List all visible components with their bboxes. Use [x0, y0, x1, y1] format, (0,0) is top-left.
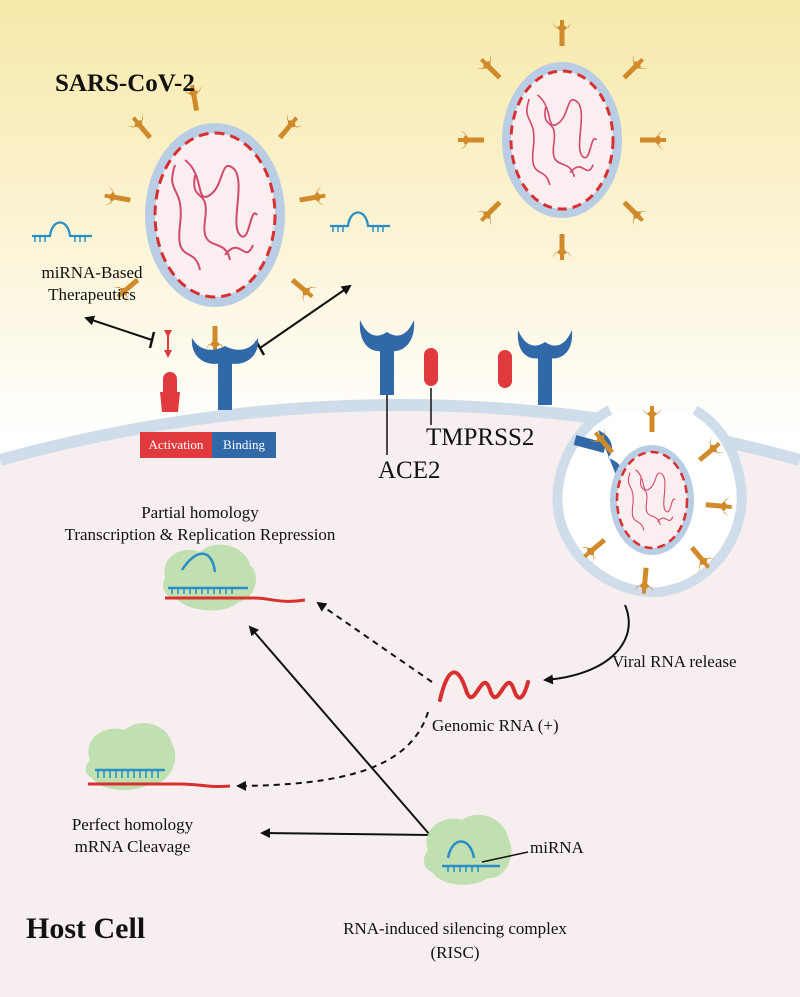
risc-complex: [423, 814, 529, 885]
risc-line-1: RNA-induced silencing complex: [343, 919, 567, 938]
ace2-right: [517, 330, 573, 405]
legend-binding-swatch: [212, 432, 276, 458]
tmprss2-left: [160, 372, 180, 412]
therapeutics-line-1: miRNA-Based: [41, 263, 143, 282]
therapeutics-line-2: Therapeutics: [48, 285, 136, 304]
virus-particle-right: [456, 18, 668, 262]
virus-title: SARS-CoV-2: [55, 70, 195, 97]
ace2-bound: [191, 338, 259, 410]
perfect-homology-line-2: mRNA Cleavage: [74, 837, 191, 856]
partial-homology-line-2: Transcription & Replication Repression: [64, 525, 336, 544]
tmprss2-label: TMPRSS2: [426, 424, 535, 451]
host-cell-label: Host Cell: [26, 912, 146, 945]
virus-particle-left: [100, 81, 330, 354]
legend-activation-label: Activation: [148, 437, 204, 452]
tmprss2-middle: [424, 348, 438, 386]
endosome: [552, 404, 747, 598]
partial-homology-complex: [163, 544, 306, 611]
partial-homology-label: Partial homology Transcription & Replica…: [0, 502, 400, 546]
ace2-middle: [359, 320, 415, 395]
genomic-rna-strand: [438, 670, 530, 702]
perfect-homology-line-1: Perfect homology: [71, 815, 194, 834]
legend-activation-swatch: [140, 432, 212, 458]
tmprss2-right: [498, 350, 512, 388]
viral-rna-release-label: Viral RNA release: [612, 652, 737, 671]
genomic-rna-label: Genomic RNA (+): [432, 716, 559, 735]
legend-binding-label: Binding: [223, 437, 265, 452]
partial-homology-line-1: Partial homology: [141, 503, 259, 522]
risc-label: RNA-induced silencing complex (RISC): [290, 917, 620, 965]
mirna-label: miRNA: [530, 838, 584, 857]
risc-line-2: (RISC): [430, 943, 480, 962]
perfect-homology-label: Perfect homology mRNA Cleavage: [45, 814, 220, 858]
therapeutics-label: miRNA-Based Therapeutics: [12, 262, 172, 306]
ace2-label: ACE2: [378, 457, 441, 484]
perfect-homology-complex: [85, 722, 231, 791]
